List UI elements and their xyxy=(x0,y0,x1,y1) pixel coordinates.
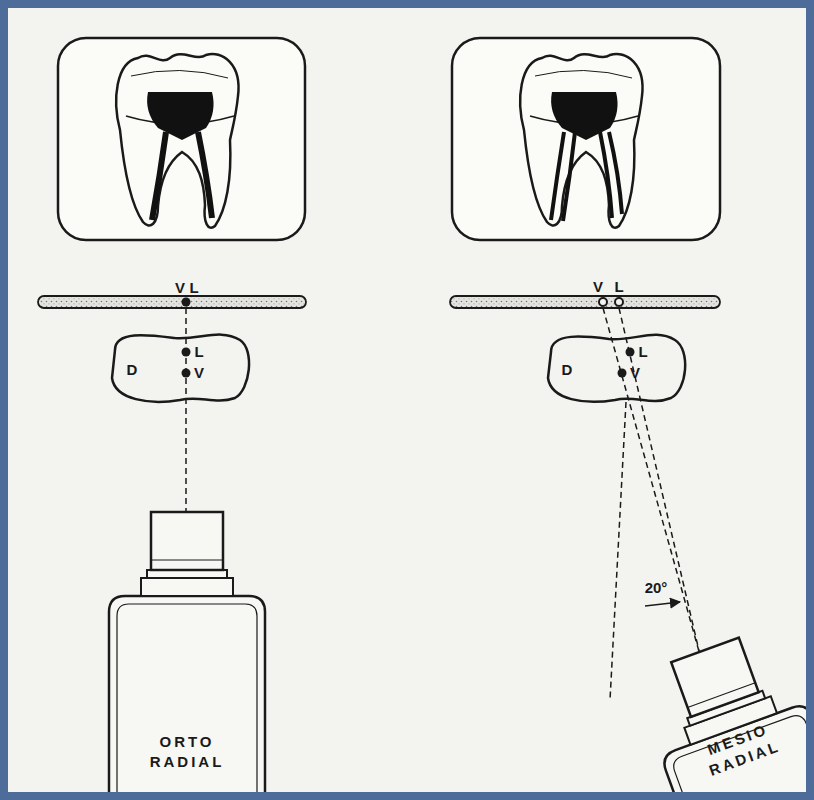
film-image xyxy=(615,298,623,306)
surface-letter: D xyxy=(127,362,138,379)
tube-label-box: ORTO RADIAL xyxy=(144,728,231,777)
root-section: D LV xyxy=(108,328,258,408)
surface-letter: L xyxy=(194,344,203,361)
film-letter: L xyxy=(614,279,623,296)
film xyxy=(450,296,720,308)
surface-letter: D xyxy=(562,362,573,379)
surface-letter: L xyxy=(638,344,647,361)
film xyxy=(38,296,306,308)
xray-tube xyxy=(109,512,265,792)
angle-arrow xyxy=(645,602,680,606)
section-outline xyxy=(548,335,685,402)
surface-letter: V xyxy=(194,365,204,382)
xray-tubes xyxy=(109,512,806,792)
film-image xyxy=(182,298,191,307)
film-letter: V xyxy=(593,279,603,296)
root-canal-dot xyxy=(182,369,191,378)
section-outline xyxy=(112,335,249,402)
projection-name: ORTO RADIAL xyxy=(150,732,225,773)
reference-line xyxy=(610,402,626,700)
film-letter: L xyxy=(189,280,198,297)
film-image xyxy=(599,298,607,306)
root-canal-dot xyxy=(182,348,191,357)
image-frame xyxy=(58,38,305,240)
angle-label: 20° xyxy=(645,580,668,597)
tooth-ortho xyxy=(116,54,238,228)
xray-tube xyxy=(632,623,806,792)
surface-letter: V xyxy=(630,365,640,382)
root-canal-dot xyxy=(618,369,627,378)
ray xyxy=(619,308,700,655)
root-section: D LV xyxy=(545,328,695,408)
root-canal-dot xyxy=(626,348,635,357)
film-letter: V xyxy=(175,280,185,297)
tooth-mesio xyxy=(520,54,642,228)
image-frame xyxy=(452,38,720,240)
